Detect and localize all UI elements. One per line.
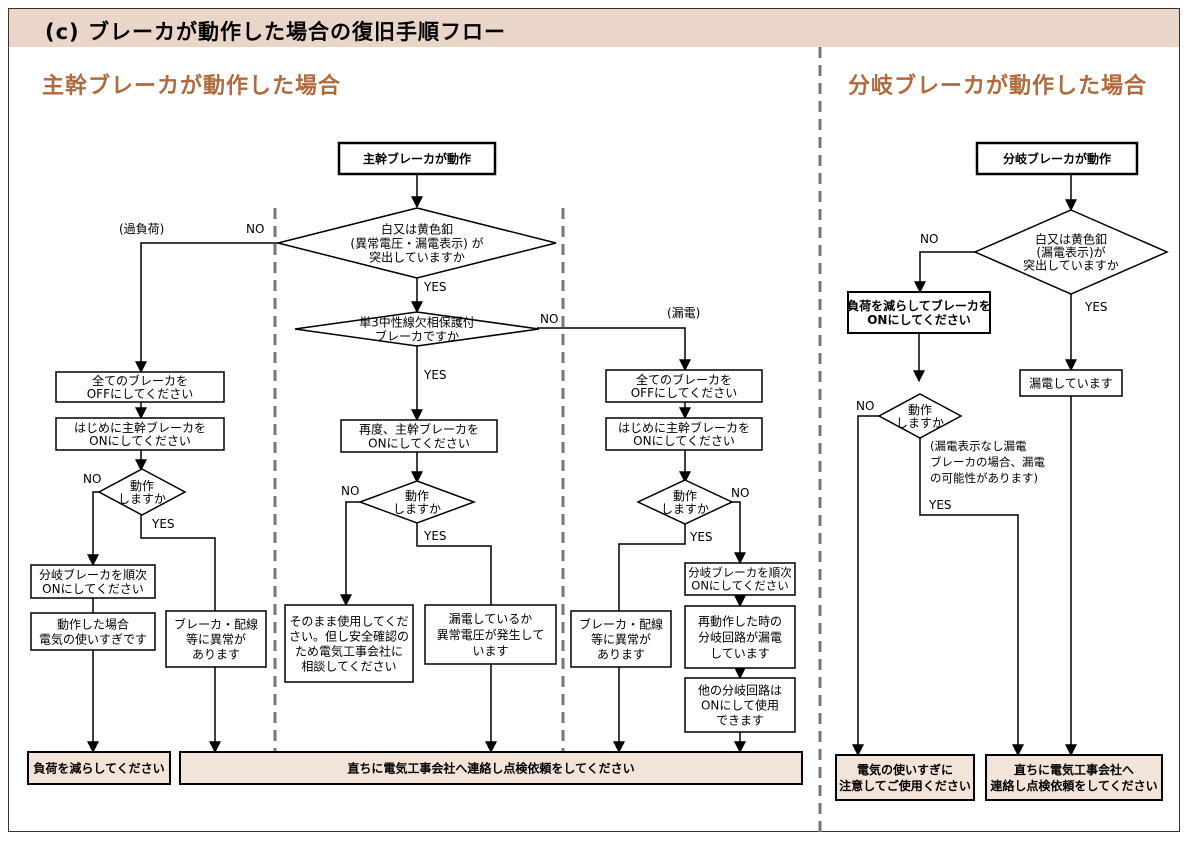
center-leak-voltage-box	[424, 604, 557, 665]
branch-note: (漏電表示なし漏電ブレーカの場合、漏電の可能性があります)	[930, 439, 1045, 485]
page-title: (c) ブレーカが動作した場合の復旧手順フロー	[45, 20, 506, 44]
right-reoperate-box	[684, 605, 796, 669]
branch-end-contact	[985, 754, 1163, 801]
label-left-no: NO	[83, 472, 101, 486]
label-b-op-no: NO	[856, 399, 874, 413]
label-right-no: NO	[731, 486, 749, 500]
branch-decision-operate-text: 動作しますか	[896, 403, 944, 430]
left-wiring-box	[165, 610, 267, 668]
main-start-box-text: 主幹ブレーカが動作	[363, 151, 471, 166]
center-decision-operate	[357, 480, 477, 524]
left-wiring-box-text: ブレーカ・配線等に異常があります	[174, 616, 258, 661]
label-d2-yes: YES	[423, 368, 447, 382]
branch-decision-white-button	[973, 209, 1169, 295]
branch-reduce-on-box	[847, 291, 991, 334]
arrow-b-op-no	[852, 415, 880, 757]
header-bar	[9, 9, 1179, 47]
label-b-no: NO	[920, 232, 938, 246]
main-decision-white-button-text: 白又は黄色釦(異常電圧・漏電表示) が突出していますか	[350, 221, 483, 264]
label-center-no: NO	[341, 484, 359, 498]
branch-decision-operate	[877, 393, 963, 439]
arrow-b-d-no	[914, 251, 975, 294]
branch-end-overuse-text: 電気の使いすぎに注意してご使用ください	[839, 762, 971, 793]
label-center-yes: YES	[423, 529, 447, 543]
label-d1-yes: YES	[423, 280, 447, 294]
left-overuse-box-text: 動作した場合電気の使いすぎです	[39, 616, 147, 646]
branch-start-box-text: 分岐ブレーカが動作	[1003, 151, 1111, 166]
label-b-yes: YES	[1084, 300, 1108, 314]
main-end-reduce-load	[27, 751, 171, 785]
center-use-as-is-box	[284, 604, 414, 683]
arrow-b-op-yes	[919, 438, 1024, 757]
right-wiring-box-text: ブレーカ・配線等に異常があります	[579, 616, 663, 661]
label-left-yes: YES	[151, 517, 175, 531]
branch-end-overuse	[835, 754, 975, 801]
arrow-d1-no	[135, 242, 279, 374]
arrow-c-op-no	[340, 501, 362, 607]
right-reoperate-box-text: 再動作した時の分岐回路が漏電しています	[698, 614, 782, 660]
main-decision-single-phase	[294, 311, 540, 347]
label-d1-no: NO	[246, 222, 264, 236]
left-all-off-box	[55, 371, 225, 403]
label-right-yes: YES	[689, 530, 713, 544]
right-wiring-box	[570, 610, 672, 668]
main-end-reduce-load-text: 負荷を減らしてください	[33, 760, 164, 775]
main-end-contact-text: 直ちに電気工事会社へ連絡し点検依頼をしてください	[347, 760, 634, 775]
center-use-as-is-box-text: そのまま使用してください。但し安全確認のため電気工事会社に相談してください	[289, 613, 409, 673]
arrow-r-op-no	[730, 501, 746, 565]
right-decision-operate-text: 動作しますか	[661, 489, 709, 516]
arrow-d2-no	[537, 327, 691, 372]
outer-frame	[8, 8, 1180, 832]
branch-decision-white-button-text: 白又は黄色釦(漏電表示)が突出していますか	[1023, 231, 1119, 272]
right-other-circuits-box	[684, 677, 796, 733]
main-start-box	[337, 141, 497, 176]
left-decision-operate-text: 動作しますか	[118, 479, 166, 506]
main-decision-white-button	[277, 207, 557, 279]
right-main-on-box	[605, 417, 763, 451]
left-main-on-box	[55, 417, 225, 451]
branch-section-title: 分岐ブレーカが動作した場合	[848, 74, 1148, 99]
label-leak: (漏電)	[667, 306, 700, 320]
right-decision-operate	[636, 479, 734, 525]
left-decision-operate	[97, 468, 187, 516]
branch-leaking-box-text: 漏電しています	[1029, 376, 1113, 390]
main-section-title: 主幹ブレーカが動作した場合	[42, 74, 342, 99]
center-leak-voltage-box-text: 漏電しているか異常電圧が発生しています	[437, 612, 545, 658]
arrow-l-op-no	[87, 491, 103, 567]
main-decision-single-phase-text: 単3中性線欠相保護付ブレーカですか	[359, 314, 475, 343]
left-overuse-box	[30, 612, 156, 651]
right-all-off-box	[605, 369, 763, 403]
right-branch-seq-box	[684, 562, 796, 596]
label-overload: (過負荷)	[119, 222, 164, 236]
label-d2-no: NO	[540, 312, 558, 326]
branch-end-contact-text: 直ちに電気工事会社へ連絡し点検依頼をしてください	[990, 762, 1157, 793]
center-decision-operate-text: 動作しますか	[393, 489, 441, 516]
branch-leaking-box	[1019, 369, 1123, 397]
branch-start-box	[975, 141, 1139, 176]
left-branch-seq-box	[30, 564, 156, 599]
main-end-contact	[179, 751, 803, 785]
center-main-on-again-box	[340, 419, 498, 453]
label-b-op-yes: YES	[928, 498, 952, 512]
